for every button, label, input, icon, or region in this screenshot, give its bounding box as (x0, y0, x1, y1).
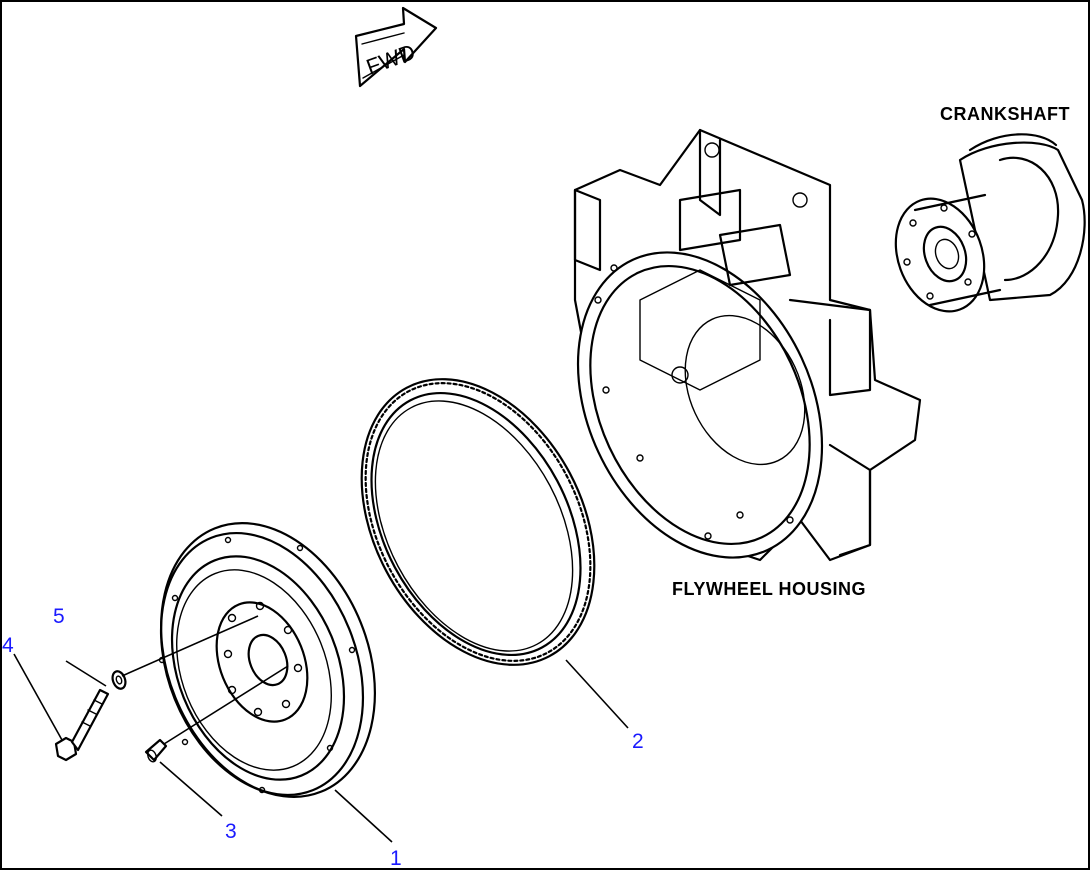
callout-2: 2 (632, 730, 644, 753)
flywheel-drawing (158, 522, 376, 798)
callout-4-leader (13, 653, 63, 741)
flywheel-housing-label: FLYWHEEL HOUSING (672, 579, 866, 599)
fwd-arrow-icon: FWD (354, 6, 438, 88)
callout-3: 3 (225, 820, 237, 843)
leader-lines (13, 615, 629, 843)
pin-leader-line (163, 665, 289, 745)
ring-gear-drawing (360, 378, 596, 666)
dowel-pin-drawing (144, 738, 168, 763)
crankshaft-drawing (894, 133, 1086, 313)
bolt-drawing (54, 688, 110, 762)
callout-2-leader (565, 659, 629, 729)
callout-5-leader (65, 660, 107, 687)
callout-4: 4 (2, 634, 14, 657)
callout-1-leader (334, 789, 393, 843)
callout-3-leader (159, 761, 223, 817)
washer-drawing (111, 670, 127, 690)
callout-5: 5 (53, 605, 65, 628)
flywheel-housing-drawing (573, 128, 922, 562)
callout-1: 1 (390, 847, 402, 870)
crankshaft-label: CRANKSHAFT (940, 104, 1070, 124)
washer-leader-line (121, 615, 259, 677)
